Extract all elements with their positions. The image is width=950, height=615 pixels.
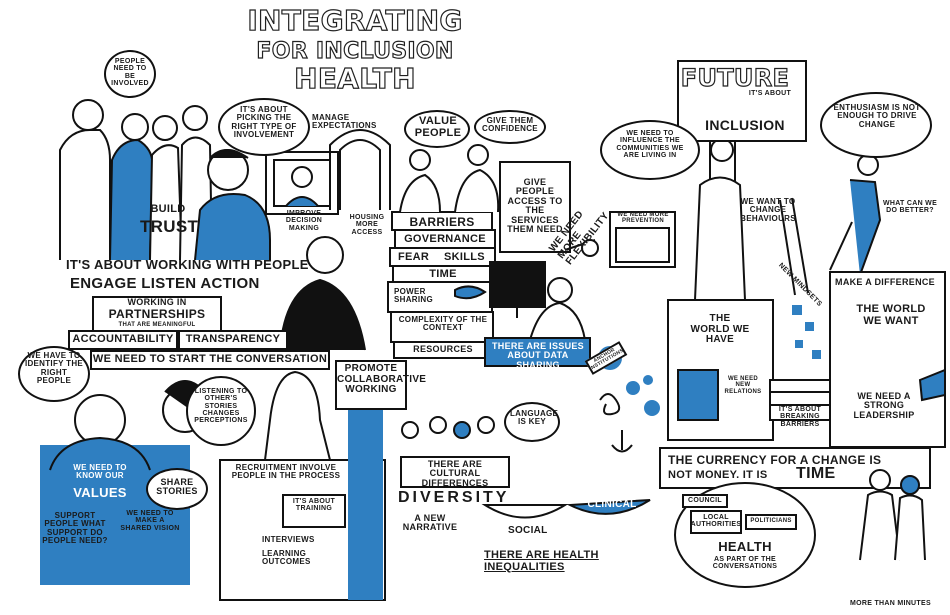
partnerships-line-3: THAT ARE MEANINGFUL: [118, 322, 196, 328]
bubble-listening: [186, 376, 256, 446]
world-want-text: THE WORLD WE WANT: [856, 303, 926, 327]
conversation-box: [90, 350, 330, 370]
currency-line-2: NOT MONEY. IT IS: [668, 469, 768, 481]
barrier-label: BARRIERS: [409, 215, 475, 229]
barrier-label: TIME: [429, 268, 457, 280]
barrier-label: SKILLS: [444, 251, 485, 263]
training-text: IT'S ABOUT TRAINING: [292, 498, 336, 513]
barrier-label: FEAR: [398, 251, 430, 263]
council-text: COUNCIL: [688, 497, 722, 504]
give-access-text: GIVE PEOPLE ACCESS TO THE SERVICES THEM …: [507, 177, 563, 235]
barrier-label: RESOURCES: [413, 344, 473, 354]
barrier-label: COMPLEXITY OF THE CONTEXT: [398, 315, 488, 333]
about-text: IT'S ABOUT: [748, 90, 792, 97]
cultural-text: THERE ARE CULTURAL DIFFERENCES: [421, 459, 489, 488]
housing-text: HOUSING MORE ACCESS: [349, 214, 385, 236]
title-line-1: INTEGRATING: [247, 4, 463, 37]
bubble-share-stories: [146, 468, 208, 510]
learning-text: LEARNING OUTCOMES: [262, 549, 311, 567]
politicians-text: POLITICIANS: [750, 518, 792, 524]
leadership-text: WE NEED A STRONG LEADERSHIP: [853, 391, 915, 420]
partnerships-line-2: PARTNERSHIPS: [108, 307, 206, 321]
prevention-text: WE NEED MORE PREVENTION: [617, 212, 669, 225]
signature: MORE THAN MINUTES: [850, 600, 931, 607]
local-auth-box: [690, 510, 742, 534]
transparency-box: [178, 330, 288, 350]
people-involved-text: PEOPLE NEED TO BE INVOLVED: [111, 58, 149, 88]
shared-vision-text: WE NEED TO MAKE A SHARED VISION: [120, 510, 180, 532]
transparency-text: TRANSPARENCY: [185, 333, 281, 345]
confidence-text: GIVE THEM CONFIDENCE: [482, 116, 538, 134]
politicians-box: [745, 514, 797, 530]
conversation-text: WE NEED TO START THE CONVERSATION: [92, 353, 328, 365]
council-box: [682, 494, 728, 508]
influence-text: WE NEED TO INFLUENCE THE COMMUNITIES WE …: [616, 130, 684, 160]
engage-text: ENGAGE LISTEN ACTION: [70, 275, 260, 292]
bubble-influence: [600, 120, 700, 180]
bubble-value-people: [404, 110, 470, 148]
inclusion-text: INCLUSION: [705, 117, 785, 133]
change-behaviours-text: WE WANT TO CHANGE BEHAVIOURS: [740, 197, 796, 223]
bubble-people-involved: [104, 50, 156, 98]
local-auth-text: LOCAL AUTHORITIES: [690, 514, 742, 529]
diversity-text: DIVERSITY: [398, 489, 510, 506]
future-text: FUTURE: [680, 64, 790, 92]
data-sharing-text: THERE ARE ISSUES ABOUT DATA SHARING: [492, 341, 584, 370]
accountability-text: ACCOUNTABILITY: [72, 333, 174, 345]
barrier-label: GOVERNANCE: [404, 233, 486, 245]
improve-decision-text: IMPROVE DECISION MAKING: [285, 210, 323, 232]
share-stories-text: SHARE STORIES: [156, 477, 198, 497]
accountability-box: [68, 330, 178, 350]
value-people-text: VALUE PEOPLE: [414, 115, 462, 139]
working-people-text: IT'S ABOUT WORKING WITH PEOPLE: [66, 257, 309, 272]
inequalities-text: THERE ARE HEALTH INEQUALITIES: [484, 549, 599, 573]
picking-text: IT'S ABOUT PICKING THE RIGHT TYPE OF INV…: [231, 105, 297, 140]
identify-text: WE HAVE TO IDENTIFY THE RIGHT PEOPLE: [24, 351, 84, 386]
health-text: HEALTH: [718, 539, 772, 554]
time-word: TIME: [796, 465, 836, 482]
enthusiasm-text: ENTHUSIASM IS NOT ENOUGH TO DRIVE CHANGE: [833, 103, 921, 129]
training-board: [282, 494, 346, 528]
bubble-language: [504, 402, 560, 442]
title-line-2: FOR INCLUSION: [256, 39, 454, 64]
bubble-identify: [18, 346, 90, 402]
health-sub-text: AS PART OF THE CONVERSATIONS: [712, 556, 778, 571]
listening-text: LISTENING TO OTHER'S STORIES CHANGES PER…: [194, 388, 248, 425]
social-text: SOCIAL: [508, 525, 548, 536]
make-difference-text: MAKE A DIFFERENCE: [835, 277, 935, 287]
trust-text: TRUST: [140, 217, 199, 236]
manage-expectations-text: MANAGE EXPECTATIONS: [312, 113, 377, 131]
support-text: SUPPORT PEOPLE WHAT SUPPORT DO PEOPLE NE…: [42, 511, 108, 546]
title-line-3: HEALTH: [294, 62, 417, 95]
world-have-text: THE WORLD WE HAVE: [690, 313, 750, 345]
promote-box: [335, 360, 407, 410]
build-text: BUILD: [150, 203, 186, 215]
clinical-text: CLINICAL: [587, 499, 637, 510]
partnerships-line-1: WORKING IN: [127, 297, 187, 307]
know-values-text: WE NEED TO KNOW OUR: [73, 463, 127, 481]
narrative-text: A NEW NARRATIVE: [402, 513, 458, 533]
future-sign: [677, 60, 807, 142]
new-relations-text: WE NEED NEW RELATIONS: [724, 376, 762, 395]
promote-text: PROMOTE COLLABORATIVE WORKING: [337, 363, 427, 395]
bubble-enthusiasm: [820, 92, 932, 158]
recruitment-text: RECRUITMENT INVOLVE PEOPLE IN THE PROCES…: [231, 463, 341, 481]
values-text: VALUES: [73, 485, 127, 500]
currency-line-1: THE CURRENCY FOR A CHANGE IS: [668, 453, 882, 467]
bubble-confidence: [474, 110, 546, 144]
breaking-text: IT'S ABOUT BREAKING BARRIERS: [778, 406, 822, 428]
interviews-text: INTERVIEWS: [262, 535, 315, 544]
language-text: LANGUAGE IS KEY: [510, 409, 559, 427]
bubble-picking: [218, 98, 310, 156]
person-figure: [59, 129, 111, 260]
do-better-text: WHAT CAN WE DO BETTER?: [882, 200, 938, 215]
barrier-label: POWER SHARING: [394, 287, 433, 305]
cultural-box: [400, 456, 510, 488]
